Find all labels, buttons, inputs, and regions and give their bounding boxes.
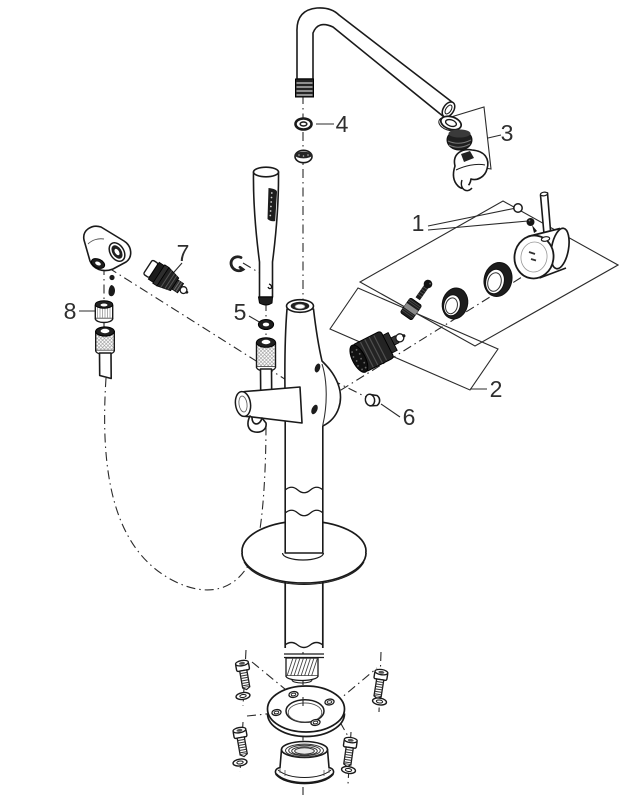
retaining-clip — [229, 255, 246, 273]
o-ring-hand-shower — [257, 319, 275, 330]
group-2-frame — [329, 287, 499, 391]
flange-holes — [271, 690, 335, 727]
washer-top-left — [234, 690, 252, 702]
escutcheon-ring-outer — [483, 261, 513, 298]
elbow-screw — [108, 285, 116, 297]
lever-handle-assembly — [513, 191, 570, 280]
spout — [295, 7, 456, 118]
screw-bottom-right — [339, 735, 359, 769]
screw-top-left — [234, 658, 254, 692]
group-1-frame — [358, 200, 619, 347]
o-ring-spout — [294, 117, 313, 131]
cartridge-adapter — [400, 297, 422, 321]
washer — [438, 115, 463, 132]
handle-screw — [526, 218, 537, 233]
callout-6[interactable]: 6 — [403, 404, 416, 430]
plug — [364, 393, 381, 407]
shower-hose-nut — [255, 337, 277, 397]
callout-2[interactable]: 2 — [490, 376, 503, 402]
handle-body — [513, 227, 570, 280]
column-thread-end — [285, 657, 319, 684]
spray-outlet — [452, 148, 489, 192]
callout-8[interactable]: 8 — [64, 298, 77, 324]
washer-bottom-left — [231, 757, 249, 768]
callout-1[interactable]: 1 — [412, 210, 425, 236]
screw-top-right — [370, 667, 389, 701]
cartridge-screw — [415, 279, 433, 301]
washer-bottom-right — [340, 764, 357, 776]
hose-elbow — [82, 225, 132, 272]
spout-ring-nut — [294, 149, 313, 164]
callout-5[interactable]: 5 — [234, 299, 247, 325]
escutcheon-ring-inner — [441, 287, 469, 320]
coupling-nut — [94, 300, 114, 324]
washer-top-right — [371, 696, 388, 707]
non-return-valve — [143, 259, 189, 295]
hose-connector — [94, 326, 115, 380]
aerator-set — [438, 115, 489, 192]
centerlines — [92, 95, 571, 795]
aerator-insert — [446, 129, 473, 151]
group-frames — [329, 200, 619, 391]
handle-plug — [513, 203, 523, 213]
hand-shower — [252, 166, 280, 306]
cartridge — [349, 331, 406, 373]
faucet-body — [284, 298, 342, 554]
callout-3[interactable]: 3 — [501, 120, 514, 146]
shower-holder — [234, 386, 303, 433]
callout-7[interactable]: 7 — [177, 240, 190, 266]
mounting-flange — [266, 685, 346, 738]
callout-4[interactable]: 4 — [336, 111, 349, 137]
plate-collar — [281, 552, 325, 561]
elbow-pin — [109, 274, 115, 281]
mounting-socket — [274, 740, 335, 785]
callout-labels: 1 2 3 4 5 6 7 8 — [64, 111, 514, 430]
screw-bottom-left — [231, 725, 252, 759]
spout-thread-end — [295, 78, 314, 98]
shower-hose-centerline — [104, 377, 267, 591]
